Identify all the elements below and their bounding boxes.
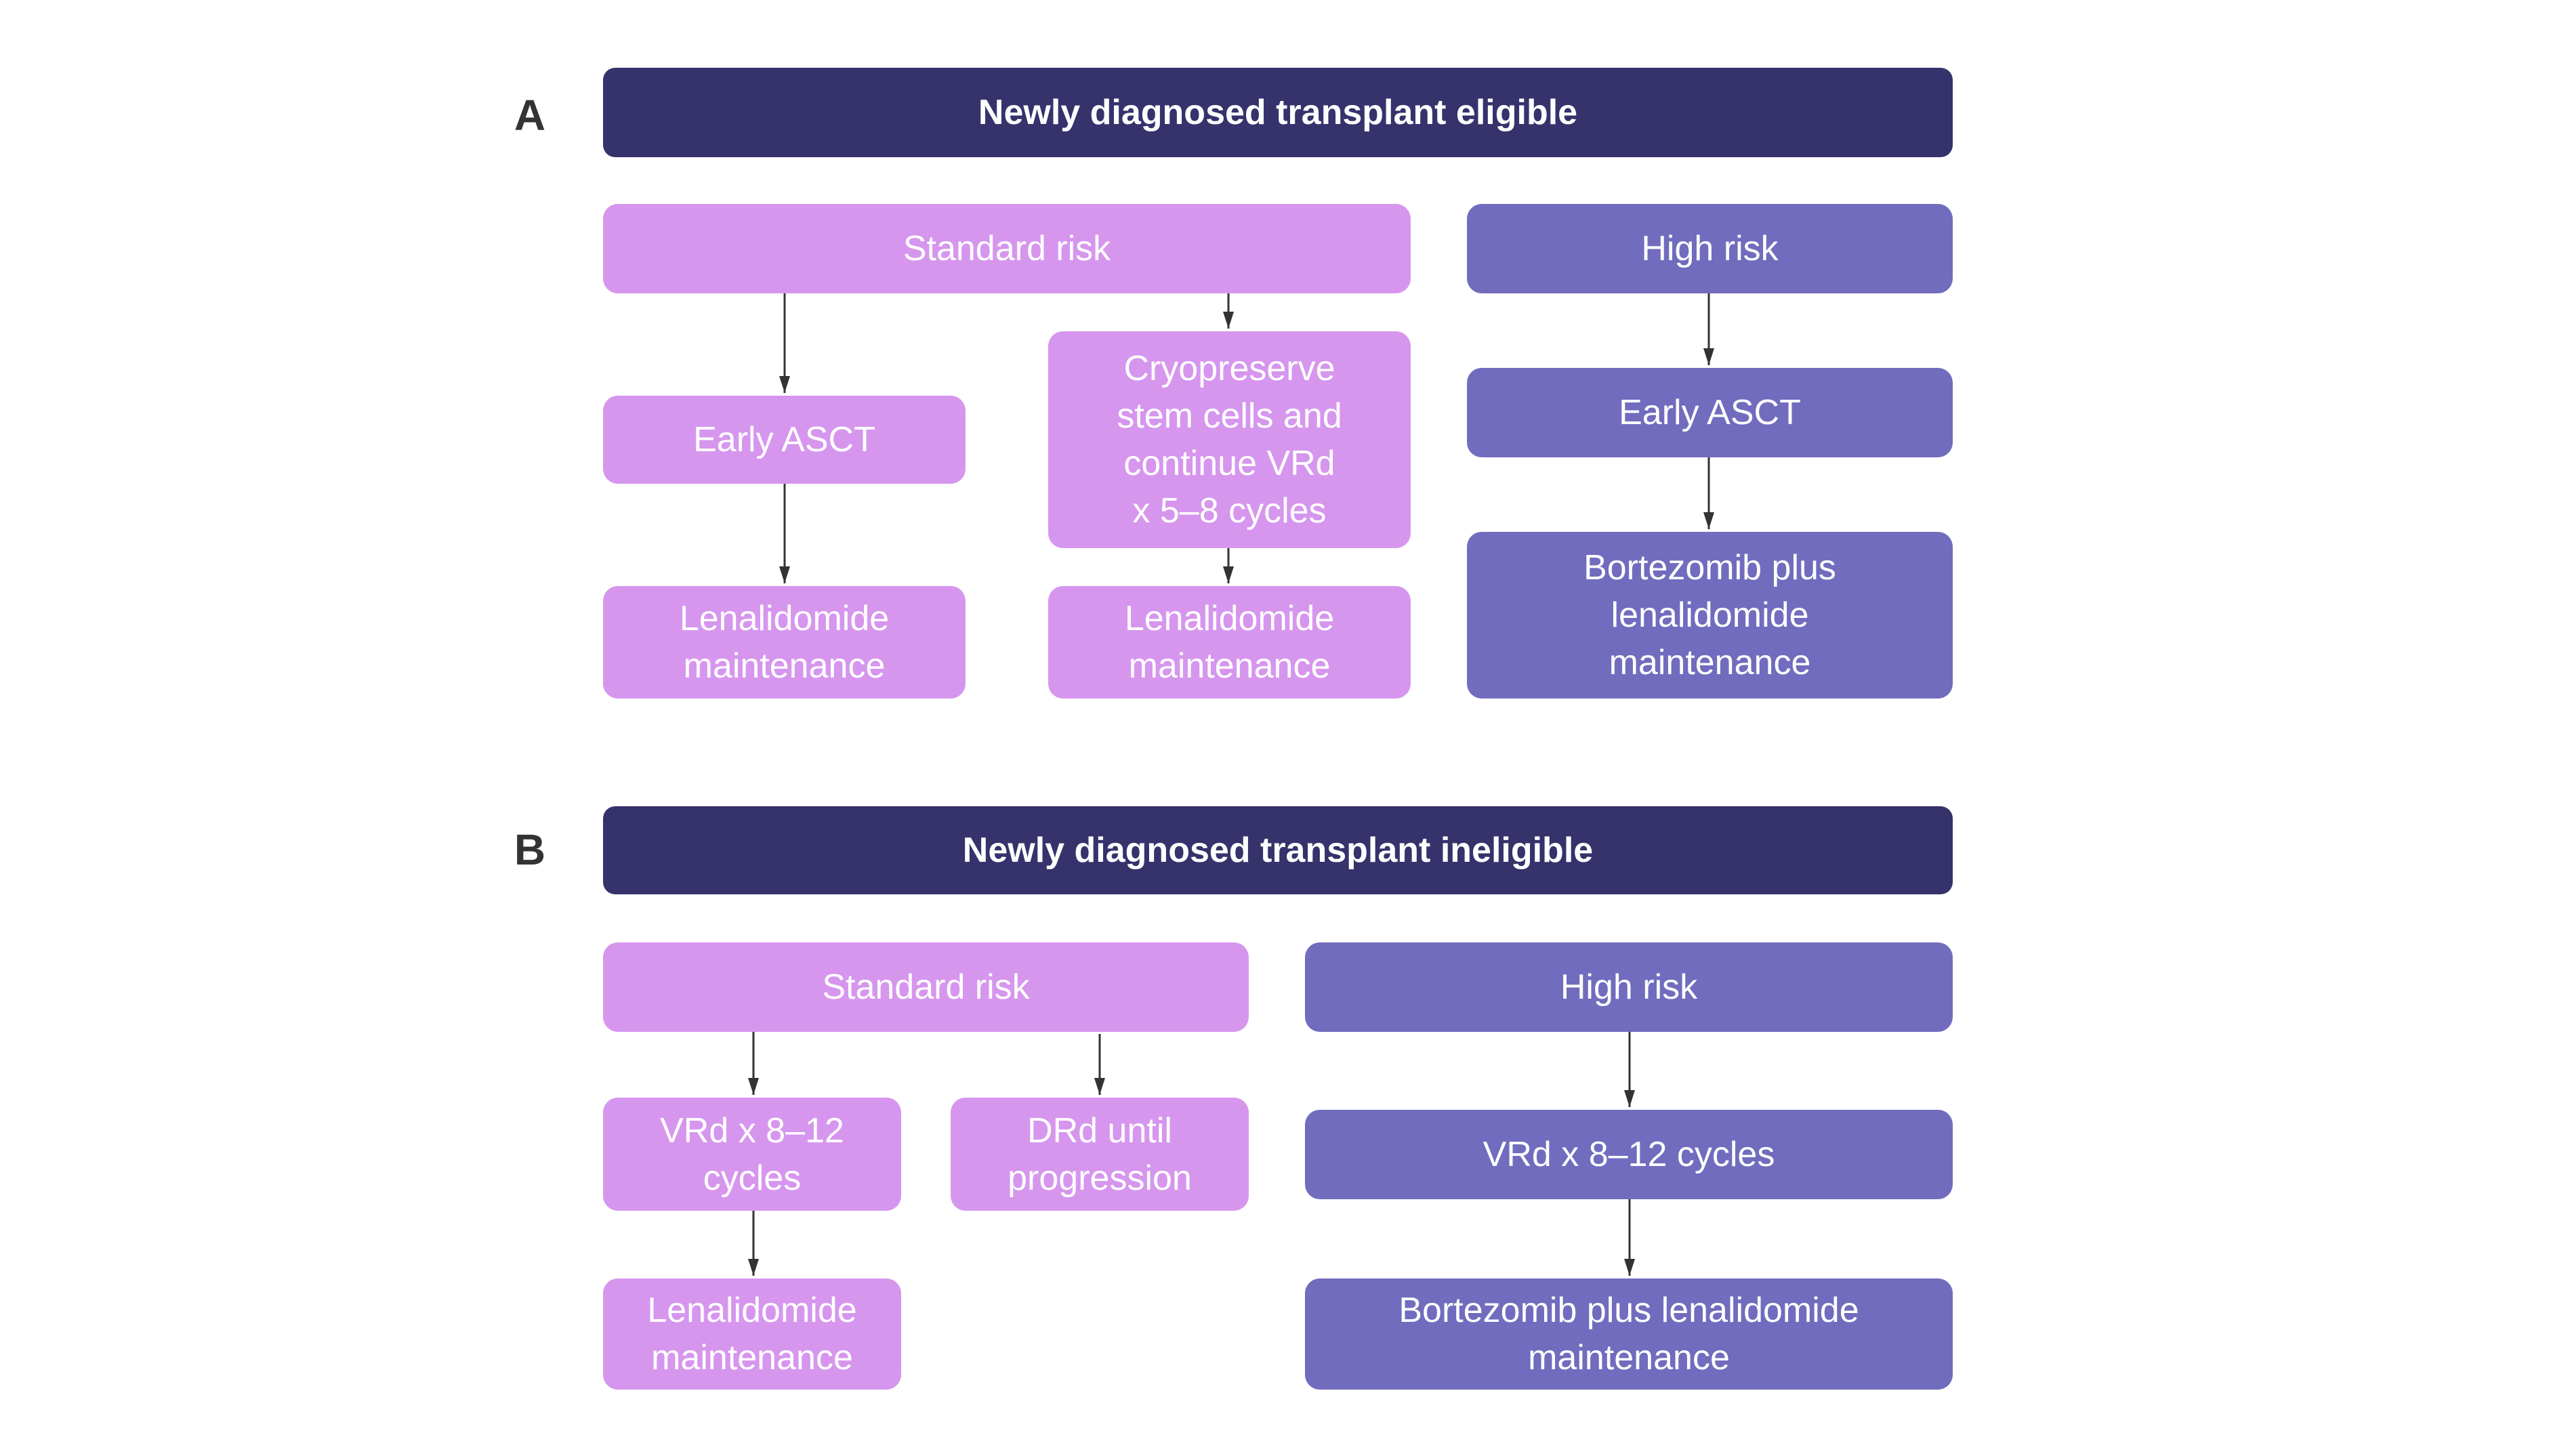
arrowhead <box>1223 312 1234 329</box>
b-high-maintenance-label: Bortezomib plus lenalidomide maintenance <box>1398 1291 1859 1377</box>
arrowhead <box>1703 348 1714 365</box>
panel-label-a: A <box>514 91 546 140</box>
b-std-vrd: VRd x 8–12 cycles <box>603 1098 901 1211</box>
a-high-early-asct: Early ASCT <box>1467 368 1953 457</box>
header-transplant-ineligible: Newly diagnosed transplant ineligible <box>603 806 1953 894</box>
panel-label-b: B <box>514 825 546 874</box>
b-std-maintenance-label: Lenalidomide maintenance <box>647 1291 857 1377</box>
a-high-risk-label: High risk <box>1641 229 1779 268</box>
a-high-maintenance-label: Bortezomib plus lenalidomide maintenance <box>1583 548 1836 682</box>
arrowhead <box>779 566 790 583</box>
a-std-maintenance-1-label: Lenalidomide maintenance <box>679 599 890 686</box>
a-std-early-asct-label: Early ASCT <box>693 420 875 459</box>
a-high-bortezomib-maintenance: Bortezomib plus lenalidomide maintenance <box>1467 532 1953 699</box>
a-std-maintenance-2-label: Lenalidomide maintenance <box>1124 599 1335 686</box>
arrowhead <box>1094 1078 1105 1095</box>
arrowhead <box>1703 512 1714 529</box>
a-std-lenalidomide-maintenance-1: Lenalidomide maintenance <box>603 586 966 699</box>
header-title: Newly diagnosed transplant ineligible <box>962 831 1594 870</box>
arrowhead <box>748 1078 759 1095</box>
b-std-lenalidomide-maintenance: Lenalidomide maintenance <box>603 1278 901 1390</box>
a-standard-risk: Standard risk <box>603 204 1411 293</box>
a-std-cryopreserve: Cryopreserve stem cells and continue VRd… <box>1048 331 1411 548</box>
b-high-risk-label: High risk <box>1560 968 1698 1007</box>
b-high-bortezomib-maintenance: Bortezomib plus lenalidomide maintenance <box>1305 1278 1953 1390</box>
b-standard-risk-label: Standard risk <box>822 968 1030 1007</box>
arrowhead <box>748 1259 759 1276</box>
b-standard-risk: Standard risk <box>603 942 1249 1032</box>
a-high-risk: High risk <box>1467 204 1953 293</box>
a-std-cryopreserve-label: Cryopreserve stem cells and continue VRd… <box>1117 349 1342 531</box>
header-title: Newly diagnosed transplant eligible <box>978 93 1578 132</box>
arrowhead <box>779 376 790 393</box>
a-high-early-asct-label: Early ASCT <box>1619 393 1801 432</box>
arrowhead <box>1223 566 1234 583</box>
b-std-drd: DRd until progression <box>951 1098 1249 1211</box>
header-transplant-eligible: Newly diagnosed transplant eligible <box>603 68 1953 157</box>
b-high-risk: High risk <box>1305 942 1953 1032</box>
a-standard-risk-label: Standard risk <box>903 229 1111 268</box>
b-high-vrd-label: VRd x 8–12 cycles <box>1483 1135 1775 1174</box>
b-std-drd-label: DRd until progression <box>1008 1110 1192 1198</box>
a-std-early-asct: Early ASCT <box>603 396 966 484</box>
a-std-lenalidomide-maintenance-2: Lenalidomide maintenance <box>1048 586 1411 699</box>
b-std-vrd-label: VRd x 8–12 cycles <box>660 1110 844 1198</box>
arrowhead <box>1624 1259 1635 1276</box>
arrowhead <box>1624 1090 1635 1107</box>
b-high-vrd: VRd x 8–12 cycles <box>1305 1110 1953 1199</box>
